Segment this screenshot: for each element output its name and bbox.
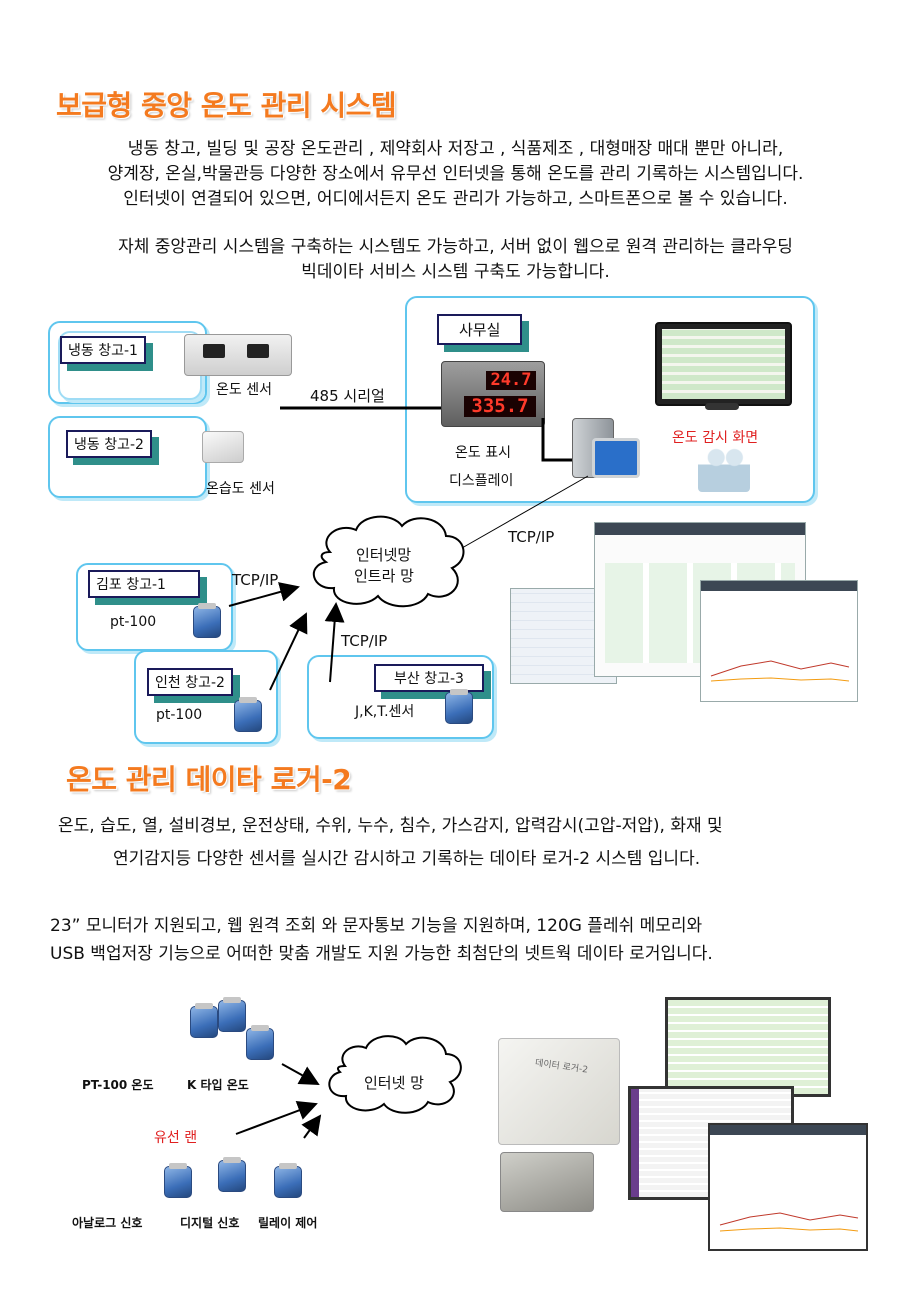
tcpip-label-2: TCP/IP <box>232 571 279 589</box>
warehouse2-label: 냉동 창고-2 <box>66 430 152 458</box>
section1-title: 보급형 중앙 온도 관리 시스템 <box>56 89 397 122</box>
section1-paragraph2: 자체 중앙관리 시스템을 구축하는 시스템도 가능하고, 서버 없이 웹으로 원… <box>0 235 911 285</box>
data-logger-photo-2 <box>500 1152 594 1212</box>
data-logger-photo: 데이터 로거-2 <box>498 1038 620 1145</box>
temp-sensor-device <box>184 334 292 376</box>
monitor-stand <box>705 403 739 410</box>
humidity-sensor-label: 온습도 센서 <box>206 481 275 497</box>
sensor-module-icon <box>218 997 246 1032</box>
text-line: USB 백업저장 기능으로 어떠한 맞춤 개발도 지원 가능한 최첨단의 넷트웍… <box>50 944 713 964</box>
temp-sensor-label: 온도 센서 <box>216 382 272 398</box>
monitor-screen-label: 온도 감시 화면 <box>672 430 759 446</box>
cloud-label-1: 인터넷망 <box>356 546 412 564</box>
incheon-sensor-label: pt-100 <box>156 707 203 723</box>
display-reading-bottom: 335.7 <box>464 396 536 417</box>
section2-title: 온도 관리 데이타 로거-2 <box>66 763 352 796</box>
display-reading-top: 24.7 <box>486 371 536 390</box>
cloud-label-2: 인트라 망 <box>354 567 414 585</box>
busan-sensor-label: J,K,T.센서 <box>355 704 415 720</box>
temperature-display: 24.7 335.7 <box>441 361 545 427</box>
logger-label: 데이터 로거-2 <box>534 1058 589 1076</box>
tcpip-label-3: TCP/IP <box>341 632 388 650</box>
text-line: 자체 중앙관리 시스템을 구축하는 시스템도 가능하고, 서버 없이 웹으로 원… <box>118 237 793 257</box>
users-icon <box>698 446 750 492</box>
display-label-1: 온도 표시 <box>455 445 511 461</box>
sensor-module-icon <box>246 1025 274 1060</box>
section2-paragraph1: 온도, 습도, 열, 설비경보, 운전상태, 수위, 누수, 침수, 가스감지,… <box>50 814 880 872</box>
section1-paragraph1: 냉동 창고, 빌딩 및 공장 온도관리 , 제약회사 저장고 , 식품제조 , … <box>0 137 911 212</box>
cloud2-label: 인터넷 망 <box>364 1074 424 1092</box>
sensor-module-icon <box>193 603 221 638</box>
text-line: 빅데이타 서비스 시스템 구축도 가능합니다. <box>301 262 610 282</box>
gimpo-label: 김포 창고-1 <box>88 570 200 598</box>
sensor-module-icon <box>164 1163 192 1198</box>
relay-label: 릴레이 제어 <box>258 1216 318 1230</box>
humidity-sensor-device <box>202 431 244 463</box>
incheon-label: 인천 창고-2 <box>147 668 233 696</box>
computer-monitor-icon <box>592 438 640 478</box>
text-line: 온도, 습도, 열, 설비경보, 운전상태, 수위, 누수, 침수, 가스감지,… <box>58 816 723 836</box>
logger-monitor-1 <box>665 997 831 1097</box>
office-label: 사무실 <box>437 314 523 345</box>
gimpo-sensor-label: pt-100 <box>110 614 157 630</box>
text-line: 연기감지등 다양한 센서를 실시간 감시하고 기록하는 데이타 로거-2 시스템… <box>113 849 701 869</box>
pt100-label: PT-100 온도 <box>82 1078 154 1092</box>
cloud-shape <box>312 515 465 608</box>
sensor-module-icon <box>234 697 262 732</box>
digital-label: 디지털 신호 <box>180 1216 240 1230</box>
tcpip-label-1: TCP/IP <box>508 528 555 546</box>
sensor-module-icon <box>218 1157 246 1192</box>
web-screenshot-3 <box>700 580 858 702</box>
text-line: 냉동 창고, 빌딩 및 공장 온도관리 , 제약회사 저장고 , 식품제조 , … <box>127 139 784 159</box>
monitor-icon <box>655 322 792 406</box>
logger-monitor-3 <box>708 1123 868 1251</box>
section2-paragraph2: 23” 모니터가 지원되고, 웹 원격 조회 와 문자통보 기능을 지원하며, … <box>50 912 880 968</box>
sensor-module-icon <box>445 689 473 724</box>
text-line: 양계장, 온실,박물관등 다양한 장소에서 유무선 인터넷을 통해 온도를 관리… <box>107 164 804 184</box>
k-type-label: K 타입 온도 <box>187 1078 249 1092</box>
wired-lan-label: 유선 랜 <box>154 1130 198 1146</box>
cloud-shape-2 <box>328 1035 462 1114</box>
text-line: 인터넷이 연결되어 있으면, 어디에서든지 온도 관리가 가능하고, 스마트폰으… <box>123 189 788 209</box>
sensor-module-icon <box>274 1163 302 1198</box>
warehouse1-label: 냉동 창고-1 <box>60 336 146 364</box>
sensor-module-icon <box>190 1003 218 1038</box>
analog-label: 아날로그 신호 <box>72 1216 143 1230</box>
serial-label: 485 시리얼 <box>310 387 385 405</box>
busan-label: 부산 창고-3 <box>374 664 484 692</box>
display-label-2: 디스플레이 <box>449 473 514 489</box>
text-line: 23” 모니터가 지원되고, 웹 원격 조회 와 문자통보 기능을 지원하며, … <box>50 916 703 936</box>
